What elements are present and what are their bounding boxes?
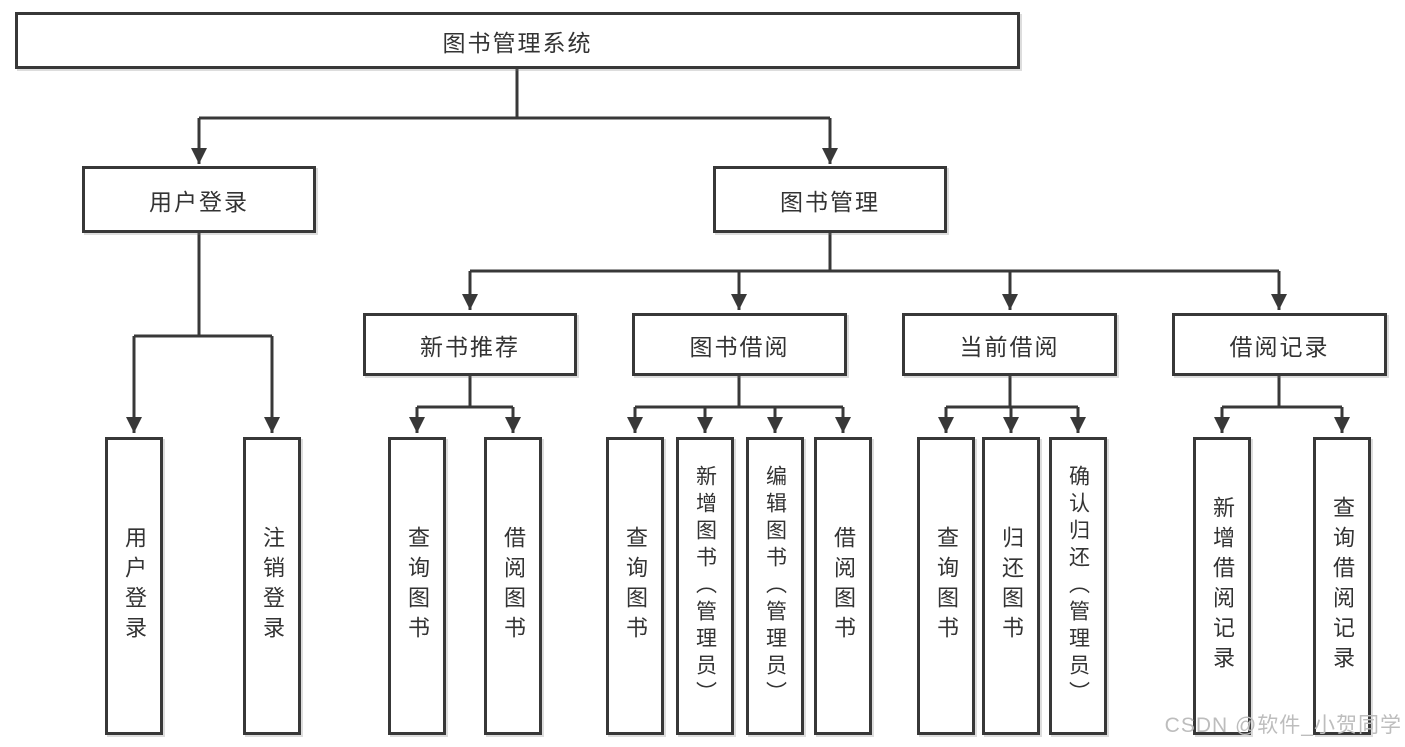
node-user-login: 用户登录 — [82, 166, 316, 233]
node-borrow-records: 借阅记录 — [1172, 313, 1387, 376]
leaf-borrow-edit-book-admin: 编辑图书（管理员） — [746, 437, 804, 735]
leaf-records-add-record: 新增借阅记录 — [1193, 437, 1251, 735]
node-book-management: 图书管理 — [713, 166, 947, 233]
node-root-system: 图书管理系统 — [15, 12, 1020, 69]
leaf-logout: 注销登录 — [243, 437, 301, 735]
node-book-borrow: 图书借阅 — [632, 313, 847, 376]
leaf-current-query-book: 查询图书 — [917, 437, 975, 735]
leaf-user-login: 用户登录 — [105, 437, 163, 735]
connector-skeleton — [134, 69, 1342, 409]
leaf-recommend-borrow-book: 借阅图书 — [484, 437, 542, 735]
leaf-current-confirm-return-admin: 确认归还（管理员） — [1049, 437, 1107, 735]
leaf-borrow-query-book: 查询图书 — [606, 437, 664, 735]
leaf-current-return-book: 归还图书 — [982, 437, 1040, 735]
csdn-watermark: CSDN @软件_小贺同学 — [1164, 714, 1402, 737]
node-current-borrow: 当前借阅 — [902, 313, 1117, 376]
leaf-borrow-borrow-book: 借阅图书 — [814, 437, 872, 735]
leaf-recommend-query-book: 查询图书 — [388, 437, 446, 735]
leaf-borrow-add-book-admin: 新增图书（管理员） — [676, 437, 734, 735]
node-new-book-recommend: 新书推荐 — [363, 313, 577, 376]
leaf-records-query-record: 查询借阅记录 — [1313, 437, 1371, 735]
